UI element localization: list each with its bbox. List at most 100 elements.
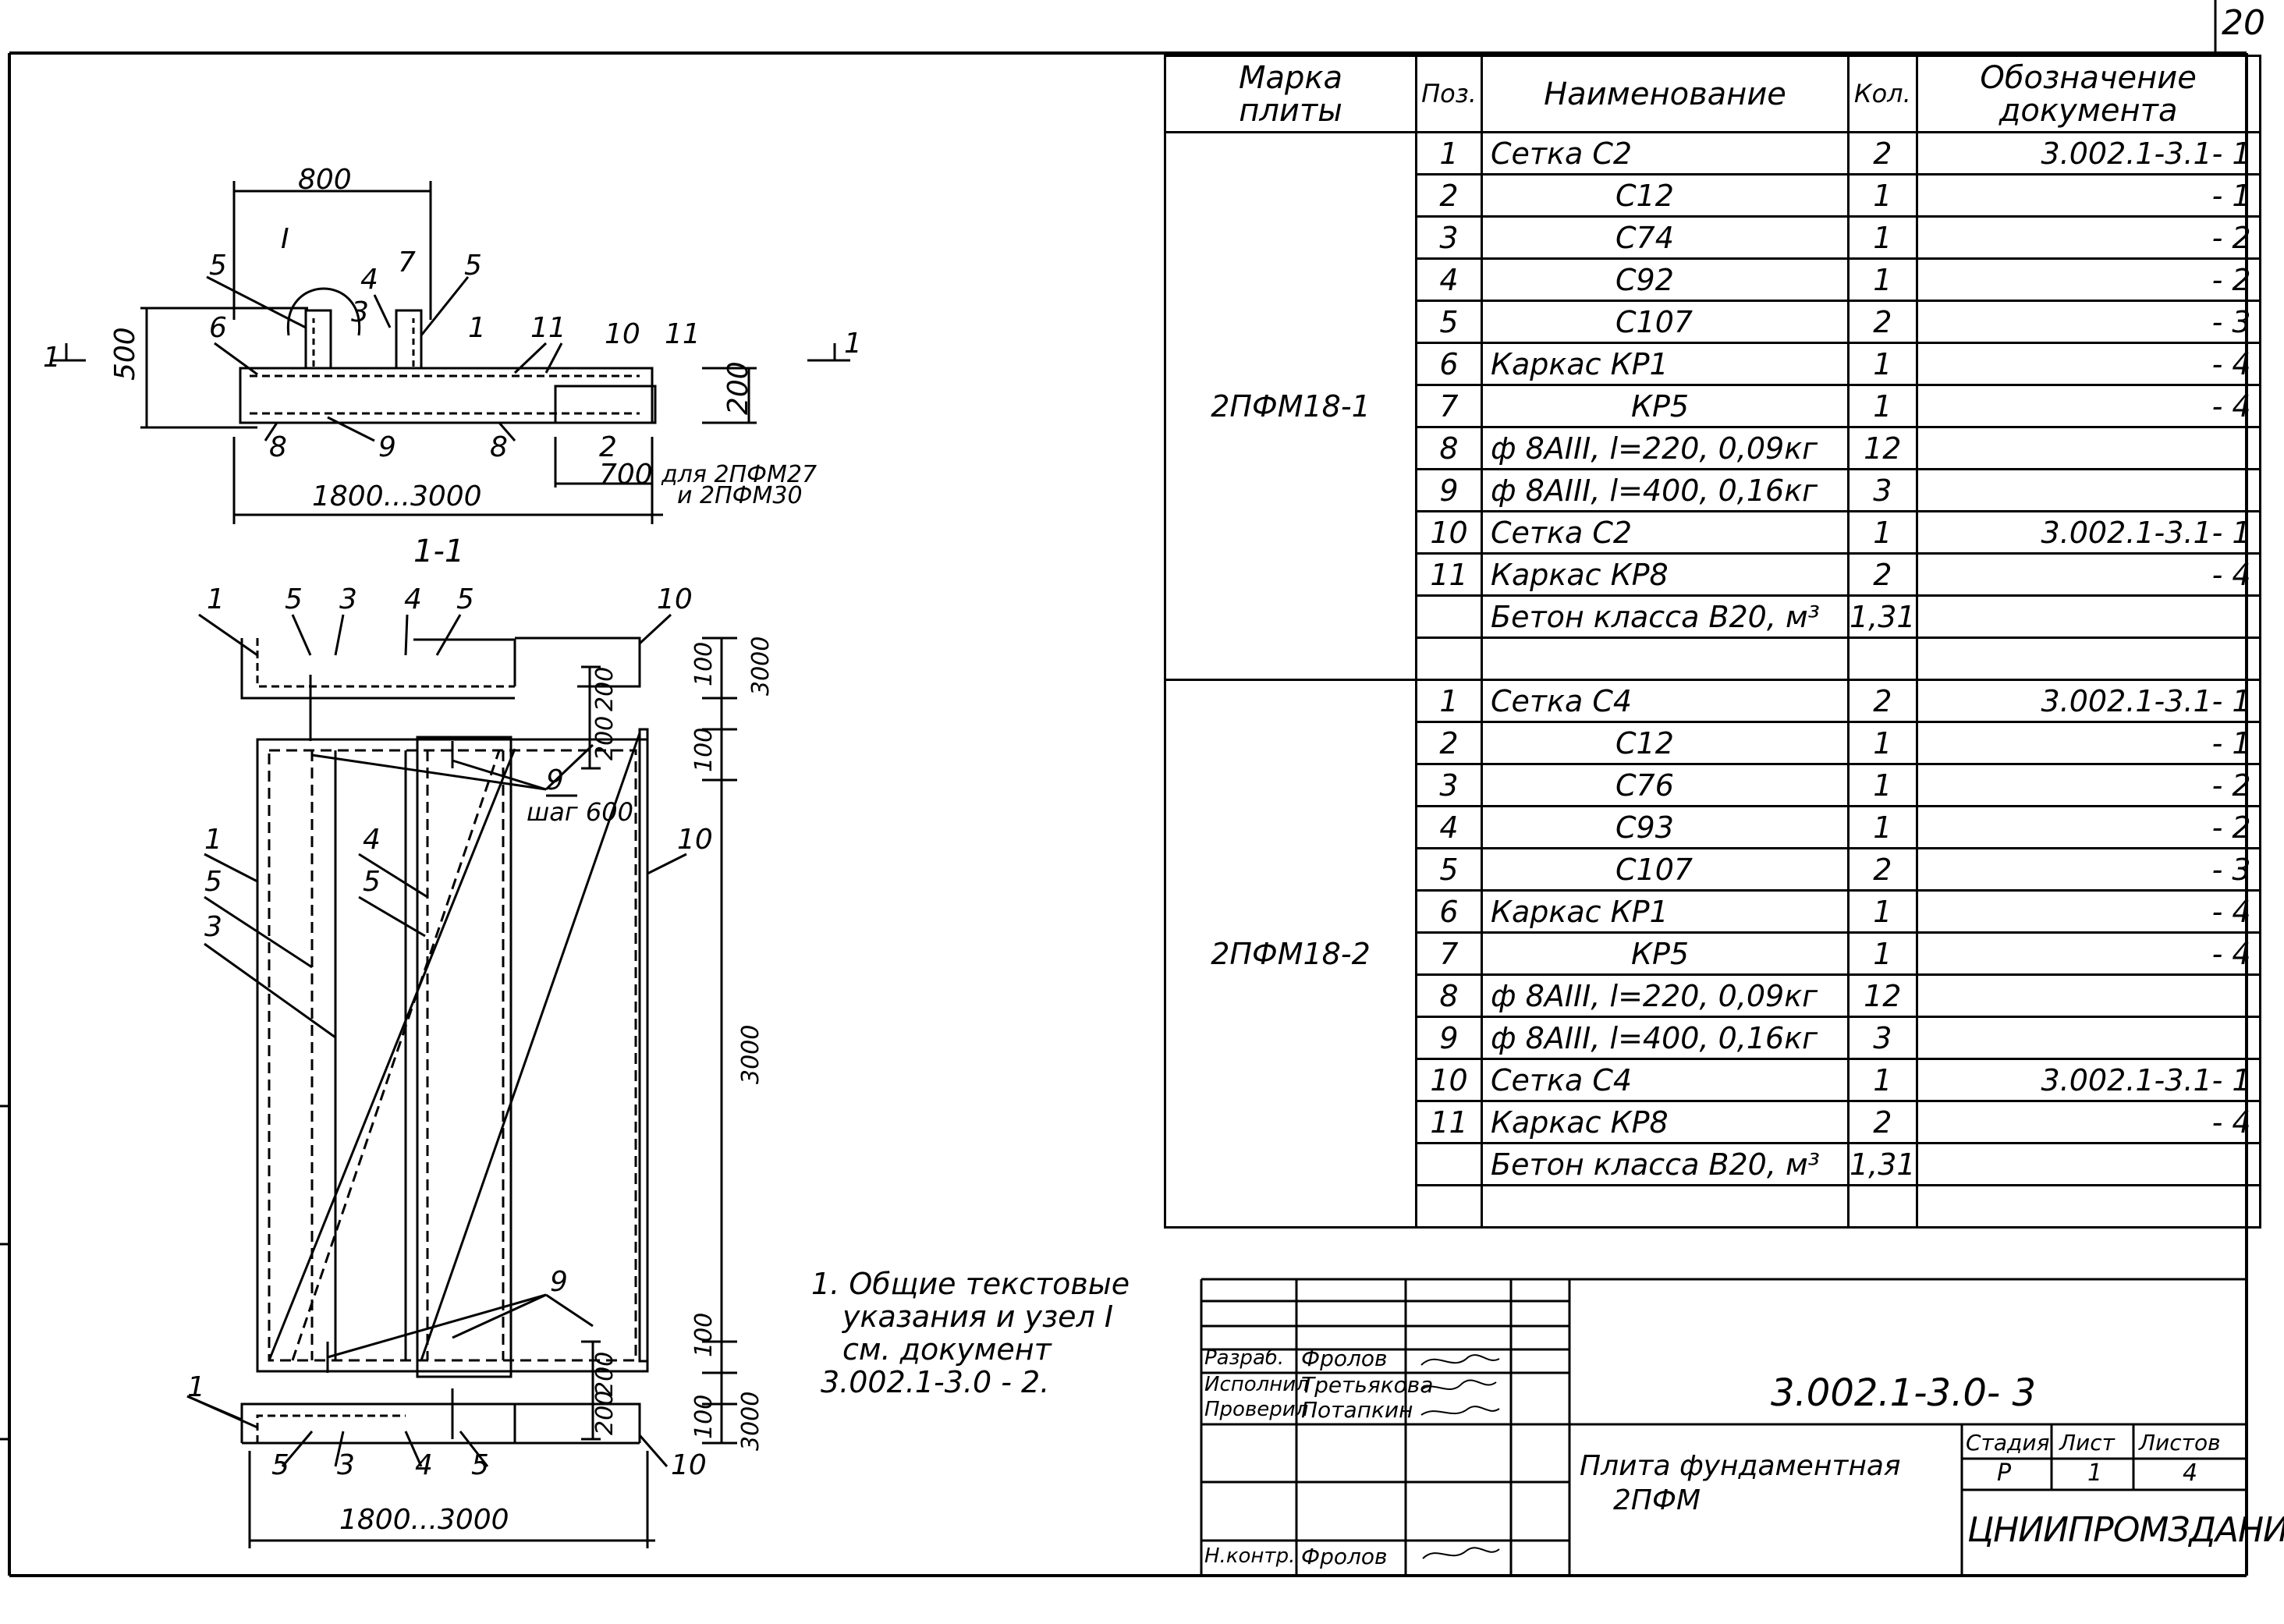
spec-cell-qty: 1	[1847, 342, 1918, 386]
pos-label-5b: 5	[464, 250, 482, 282]
tb-sheet-label: Лист	[2059, 1430, 2115, 1456]
header-doc-line2: документа	[1998, 92, 2178, 129]
spec-cell-name: С107	[1481, 847, 1850, 892]
dim-200: 200	[722, 361, 754, 415]
dim-r-3000a: 3000	[747, 636, 775, 696]
spec-cell-name: ф 8АIII, l=400, 0,16кг	[1481, 468, 1850, 512]
spec-cell-pos: 3	[1415, 763, 1483, 807]
spec-cell-pos	[1415, 1142, 1483, 1186]
spec-cell-qty: 2	[1847, 300, 1918, 344]
spec-cell-doc	[1915, 426, 2261, 470]
spec-cell-pos: 8	[1415, 973, 1483, 1018]
dim-r-100d: 100	[690, 1395, 718, 1439]
spec-cell-doc: - 4	[1915, 552, 2261, 597]
spec-cell-name: С12	[1481, 173, 1850, 218]
header-name: Наименование	[1481, 55, 1850, 133]
spec-cell-doc	[1915, 594, 2261, 639]
spec-cell-doc: - 4	[1915, 384, 2261, 428]
section-top-label-3: 3	[339, 583, 357, 615]
spec-cell-pos	[1415, 594, 1483, 639]
header-doc-line1: Обозначение	[1980, 59, 2197, 96]
spec-cell-doc: 3.002.1-3.1- 1	[1915, 679, 2261, 723]
tb-title-line2: 2ПФМ	[1613, 1484, 1701, 1516]
pos-label-7: 7	[398, 246, 416, 278]
spec-cell-name: КР5	[1481, 931, 1850, 976]
tb-name-1: Фролов	[1301, 1346, 1388, 1371]
pos-label-6: 6	[209, 312, 227, 344]
step-text: шаг 600	[527, 797, 633, 827]
label-9-bottom: 9	[550, 1266, 568, 1298]
section-bot-label-4: 4	[415, 1449, 433, 1481]
spec-cell-pos: 11	[1415, 552, 1483, 597]
spec-cell-pos: 4	[1415, 257, 1483, 302]
spec-cell-qty: 2	[1847, 847, 1918, 892]
spec-cell-pos: 2	[1415, 721, 1483, 765]
pos-label-9: 9	[378, 431, 396, 463]
spec-cell-pos: 8	[1415, 426, 1483, 470]
tb-name-3: Потапкин	[1301, 1397, 1413, 1423]
spec-cell-qty: 1	[1847, 173, 1918, 218]
label-9-top: 9	[546, 764, 564, 796]
spec-cell-pos: 7	[1415, 931, 1483, 976]
spec-cell-doc	[1915, 468, 2261, 512]
spec-cell-doc: - 1	[1915, 173, 2261, 218]
spec-cell-name: Сетка С4	[1481, 1058, 1850, 1102]
section-top-label-1: 1	[207, 583, 225, 615]
section-left-label-1: 1	[204, 824, 222, 856]
spec-cell-doc: 3.002.1-3.1- 1	[1915, 131, 2261, 176]
pos-label-11b: 11	[665, 318, 700, 350]
spec-cell-doc: - 2	[1915, 763, 2261, 807]
dim-r-200d: 200	[591, 1391, 619, 1435]
spec-cell-qty	[1847, 636, 1918, 681]
spec-cell-qty: 12	[1847, 973, 1918, 1018]
spec-cell-pos: 1	[1415, 131, 1483, 176]
section-mid-label-4: 4	[363, 824, 381, 856]
section-labels: 1 5 3 4 5 10 1 5 3 4 5 10 9 шаг 600 9 5 …	[187, 583, 775, 1536]
note-line-1: 1. Общие текстовые	[811, 1267, 1130, 1301]
section-bot-label-1: 1	[187, 1371, 205, 1403]
dim-500: 500	[109, 327, 141, 381]
spec-cell-name: С107	[1481, 300, 1850, 344]
spec-cell-doc: - 4	[1915, 342, 2261, 386]
header-mark-line2: плиты	[1239, 92, 1342, 129]
spec-cell-name: Бетон класса В20, м³	[1481, 1142, 1850, 1186]
section-top-label-5a: 5	[285, 583, 303, 615]
dim-r-100b: 100	[690, 728, 718, 772]
title-block-lines	[1200, 1278, 2247, 1576]
spec-cell-qty: 1	[1847, 931, 1918, 976]
spec-cell-pos: 9	[1415, 468, 1483, 512]
spec-cell-pos: 3	[1415, 215, 1483, 260]
note-line-4: 3.002.1-3.0 - 2.	[821, 1365, 1050, 1399]
cut-label-left: 1	[43, 342, 61, 374]
spec-cell-pos: 5	[1415, 847, 1483, 892]
spec-cell-qty: 2	[1847, 1100, 1918, 1144]
pos-label-2: 2	[599, 431, 617, 463]
spec-cell-name: КР5	[1481, 384, 1850, 428]
dim-r-3000c: 3000	[737, 1392, 764, 1451]
section-top-label-10: 10	[657, 583, 693, 615]
section-view	[186, 613, 737, 1548]
tb-organization: ЦНИИПРОМЗДАНИЙ	[1967, 1510, 2284, 1550]
spec-cell-qty: 2	[1847, 679, 1918, 723]
spec-cell-name: Каркас КР1	[1481, 889, 1850, 934]
spec-cell-qty: 1	[1847, 1058, 1918, 1102]
note-2pfm27: для 2ПФМ27	[661, 461, 817, 488]
spec-cell-name: С93	[1481, 805, 1850, 849]
